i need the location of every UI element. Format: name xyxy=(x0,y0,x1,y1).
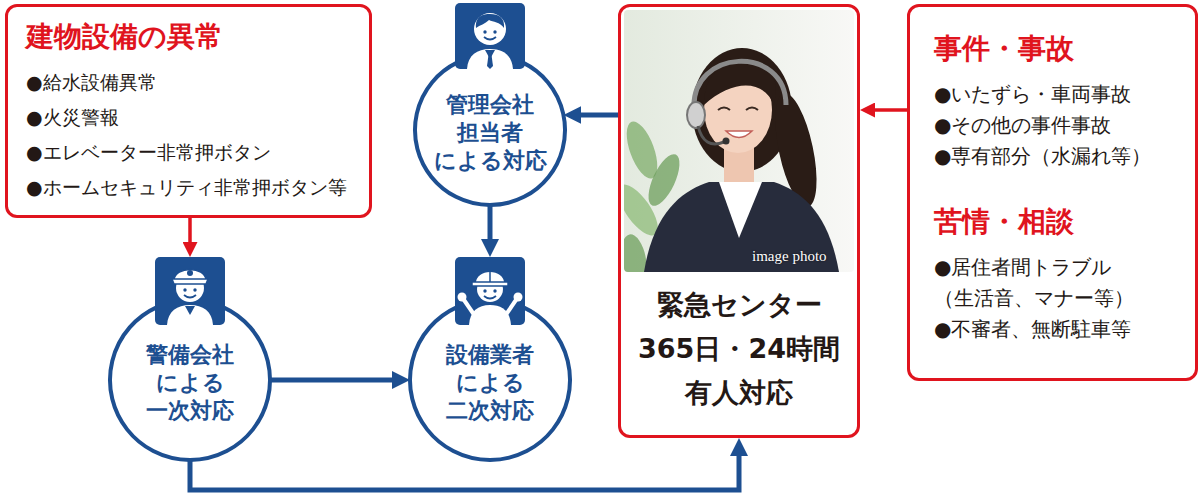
emergency-center-box: 緊急センター 365日・24時間 有人対応 xyxy=(618,4,860,438)
box-heading: 建物設備の異常 xyxy=(26,17,361,57)
circle-label-wrap: 設備業者 による 二次対応 xyxy=(441,341,539,425)
guard-icon-part xyxy=(167,305,213,325)
guard-icon-part xyxy=(183,288,186,291)
operator-photo-art xyxy=(624,10,854,272)
bullet-item: ●給水設備異常 xyxy=(26,65,361,100)
operator-photo-art-part xyxy=(624,10,854,272)
manager-icon xyxy=(455,3,525,69)
manager-icon-part xyxy=(487,55,493,69)
box-heading: 事件・事故 xyxy=(934,29,1187,69)
manager-icon-part xyxy=(467,49,513,69)
contractor-circle: 設備業者 による 二次対応 xyxy=(408,257,572,462)
bullet-item: ●専有部分（水漏れ等） xyxy=(934,141,1187,172)
contractor-icon-part xyxy=(458,293,467,302)
flow-arrow xyxy=(270,378,401,383)
guard-icon xyxy=(155,257,225,325)
bullet-item: ●その他の事件事故 xyxy=(934,110,1187,141)
operator-photo-art-part xyxy=(726,131,752,138)
guard-icon-part xyxy=(193,288,196,291)
bullet-item: ●火災警報 xyxy=(26,100,361,135)
circle-label: 設備業者 による 二次対応 xyxy=(441,341,539,425)
bullet-item: ●エレベーター非常押ボタン xyxy=(26,135,361,170)
operator-photo-art-part xyxy=(694,61,786,110)
guard-icon-part xyxy=(184,295,196,298)
flow-arrow xyxy=(188,218,192,250)
manager-icon-part xyxy=(474,13,506,45)
circle-outline-path xyxy=(110,307,270,460)
contractor-icon-part xyxy=(493,289,496,292)
flow-arrow xyxy=(868,108,908,112)
guard-icon-part xyxy=(172,279,208,284)
bullet-item: ●居住者間トラブル （生活音、マナー等） xyxy=(934,252,1187,314)
photo-caption: image photo xyxy=(752,248,827,265)
guard-circle: 警備会社 による 一次対応 xyxy=(108,257,272,462)
guard-icon-part xyxy=(155,257,225,325)
contractor-icon-part xyxy=(514,293,523,302)
operator-photo-art-part xyxy=(698,126,724,144)
circle-label: 警備会社 による 一次対応 xyxy=(141,341,239,425)
contractor-icon-part xyxy=(484,296,496,299)
circle-label-wrap: 管理会社 担当者 による対応 xyxy=(431,91,549,175)
circle-outline-path xyxy=(410,307,570,460)
circle-label-wrap: 警備会社 による 一次対応 xyxy=(141,341,239,425)
contractor-icon-part xyxy=(483,289,486,292)
contractor-icon-part xyxy=(455,257,525,325)
bullet-item: ●ホームセキュリティ非常押ボタン等 xyxy=(26,170,361,205)
operator-photo-art-part xyxy=(718,108,730,111)
manager-icon-part xyxy=(483,30,486,33)
operator-photo-art-part xyxy=(746,108,758,111)
operator-photo-art-part xyxy=(644,182,839,272)
contractor-icon-part xyxy=(469,305,511,325)
circle-label: 管理会社 担当者 による対応 xyxy=(431,91,549,175)
flow-arrow xyxy=(488,205,493,248)
alert-box: 建物設備の異常 ●給水設備異常●火災警報●エレベーター非常押ボタン●ホームセキュリ… xyxy=(5,4,372,218)
bullet-item: ●いたずら・車両事故 xyxy=(934,79,1187,110)
guard-icon-part xyxy=(185,306,195,315)
manager-circle: 管理会社 担当者 による対応 xyxy=(413,3,567,208)
contractor-icon xyxy=(455,257,525,325)
operator-photo-art-part xyxy=(719,182,762,238)
operator-photo xyxy=(624,10,854,272)
manager-icon-part xyxy=(493,30,496,33)
manager-icon-part xyxy=(484,37,496,40)
box-heading: 苦情・相談 xyxy=(934,202,1187,242)
incident-box: 事件・事故 ●いたずら・車両事故●その他の事件事故●専有部分（水漏れ等） 苦情・相談… xyxy=(907,4,1198,381)
circle-outline-path xyxy=(415,63,565,205)
center-label: 緊急センター 365日・24時間 有人対応 xyxy=(637,283,841,415)
manager-icon-part xyxy=(476,14,504,28)
manager-icon-part xyxy=(455,3,525,69)
flow-arrow xyxy=(190,447,739,490)
flow-arrow xyxy=(572,113,618,118)
contractor-icon-part xyxy=(489,270,491,282)
bullet-item: ●不審者、無断駐車等 xyxy=(934,314,1187,345)
contractor-icon-part xyxy=(472,282,508,286)
operator-photo-art-part xyxy=(687,102,705,128)
operator-photo-art-part xyxy=(723,138,730,145)
guard-icon-part xyxy=(187,270,193,276)
